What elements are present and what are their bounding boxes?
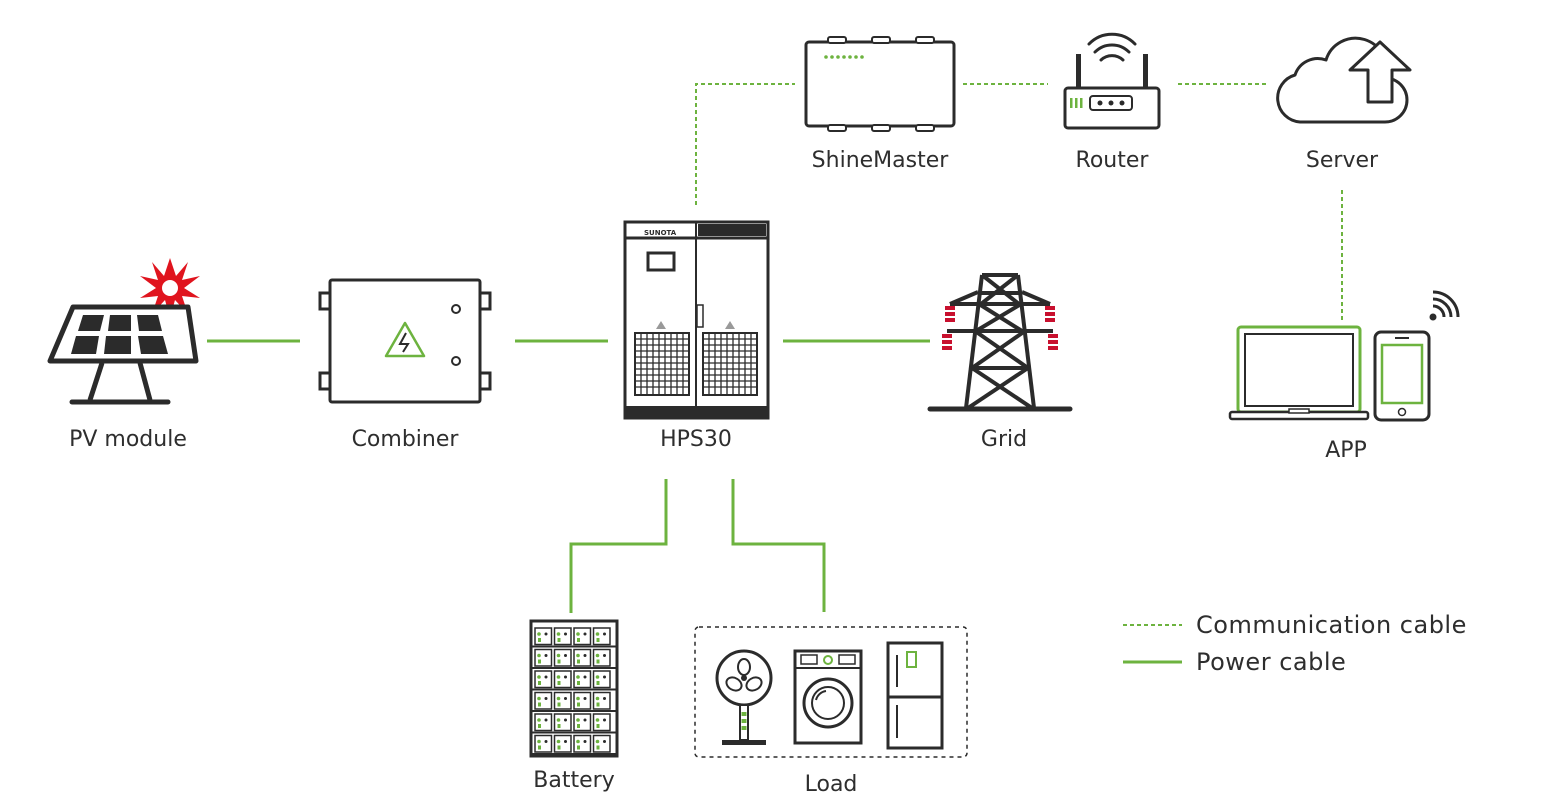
warning-bolt-icon <box>384 321 426 358</box>
power-cable-hps30-battery <box>569 479 668 613</box>
status-led-icons <box>824 55 864 59</box>
grid-tower-icon <box>927 273 1073 412</box>
battery-cells <box>531 627 617 755</box>
pv-module-icon <box>47 258 200 405</box>
load-label: Load <box>805 772 858 797</box>
server-label: Server <box>1306 148 1379 173</box>
battery-rack-icon <box>529 619 619 758</box>
legend-communication-label: Communication cable <box>1196 611 1467 639</box>
washing-machine-icon <box>793 649 863 745</box>
router-icon <box>1063 32 1161 130</box>
phone-icon <box>1373 330 1431 422</box>
comm-cable-hps30-shinemaster <box>695 83 795 205</box>
wifi-signal-icon <box>1087 32 1137 62</box>
sun-burst-icon <box>140 258 200 318</box>
power-cable-hps30-load <box>731 479 826 612</box>
legend-power-label: Power cable <box>1196 648 1346 676</box>
laptop-icon <box>1228 325 1370 421</box>
power-cables <box>207 339 930 613</box>
fan-icon <box>715 649 773 745</box>
load-dashed-border <box>694 626 968 758</box>
insulator-icons <box>942 306 1058 350</box>
app-devices-icon <box>1228 290 1460 422</box>
hps30-logo: SUNOTA <box>644 229 677 237</box>
vent-grille-right <box>702 332 758 396</box>
hps30-label: HPS30 <box>660 427 732 452</box>
grid-label: Grid <box>981 427 1027 452</box>
app-label: APP <box>1325 438 1367 463</box>
legend: Communication cable Power cable <box>1123 611 1467 676</box>
refrigerator-icon <box>886 641 944 750</box>
wireless-signal-icon <box>1429 290 1460 321</box>
communication-cables <box>695 83 1343 323</box>
pv-module-label: PV module <box>69 427 187 452</box>
battery-label: Battery <box>533 768 614 793</box>
vent-grille-left <box>634 332 690 396</box>
cloud-upload-icon <box>1276 36 1412 124</box>
combiner-label: Combiner <box>352 427 460 452</box>
hps30-cabinet-icon: SUNOTA <box>623 220 770 420</box>
shinemaster-device-icon <box>804 36 956 132</box>
load-group <box>694 626 968 758</box>
shinemaster-label: ShineMaster <box>812 148 950 173</box>
router-label: Router <box>1076 148 1150 173</box>
combiner-box-icon <box>318 278 492 404</box>
